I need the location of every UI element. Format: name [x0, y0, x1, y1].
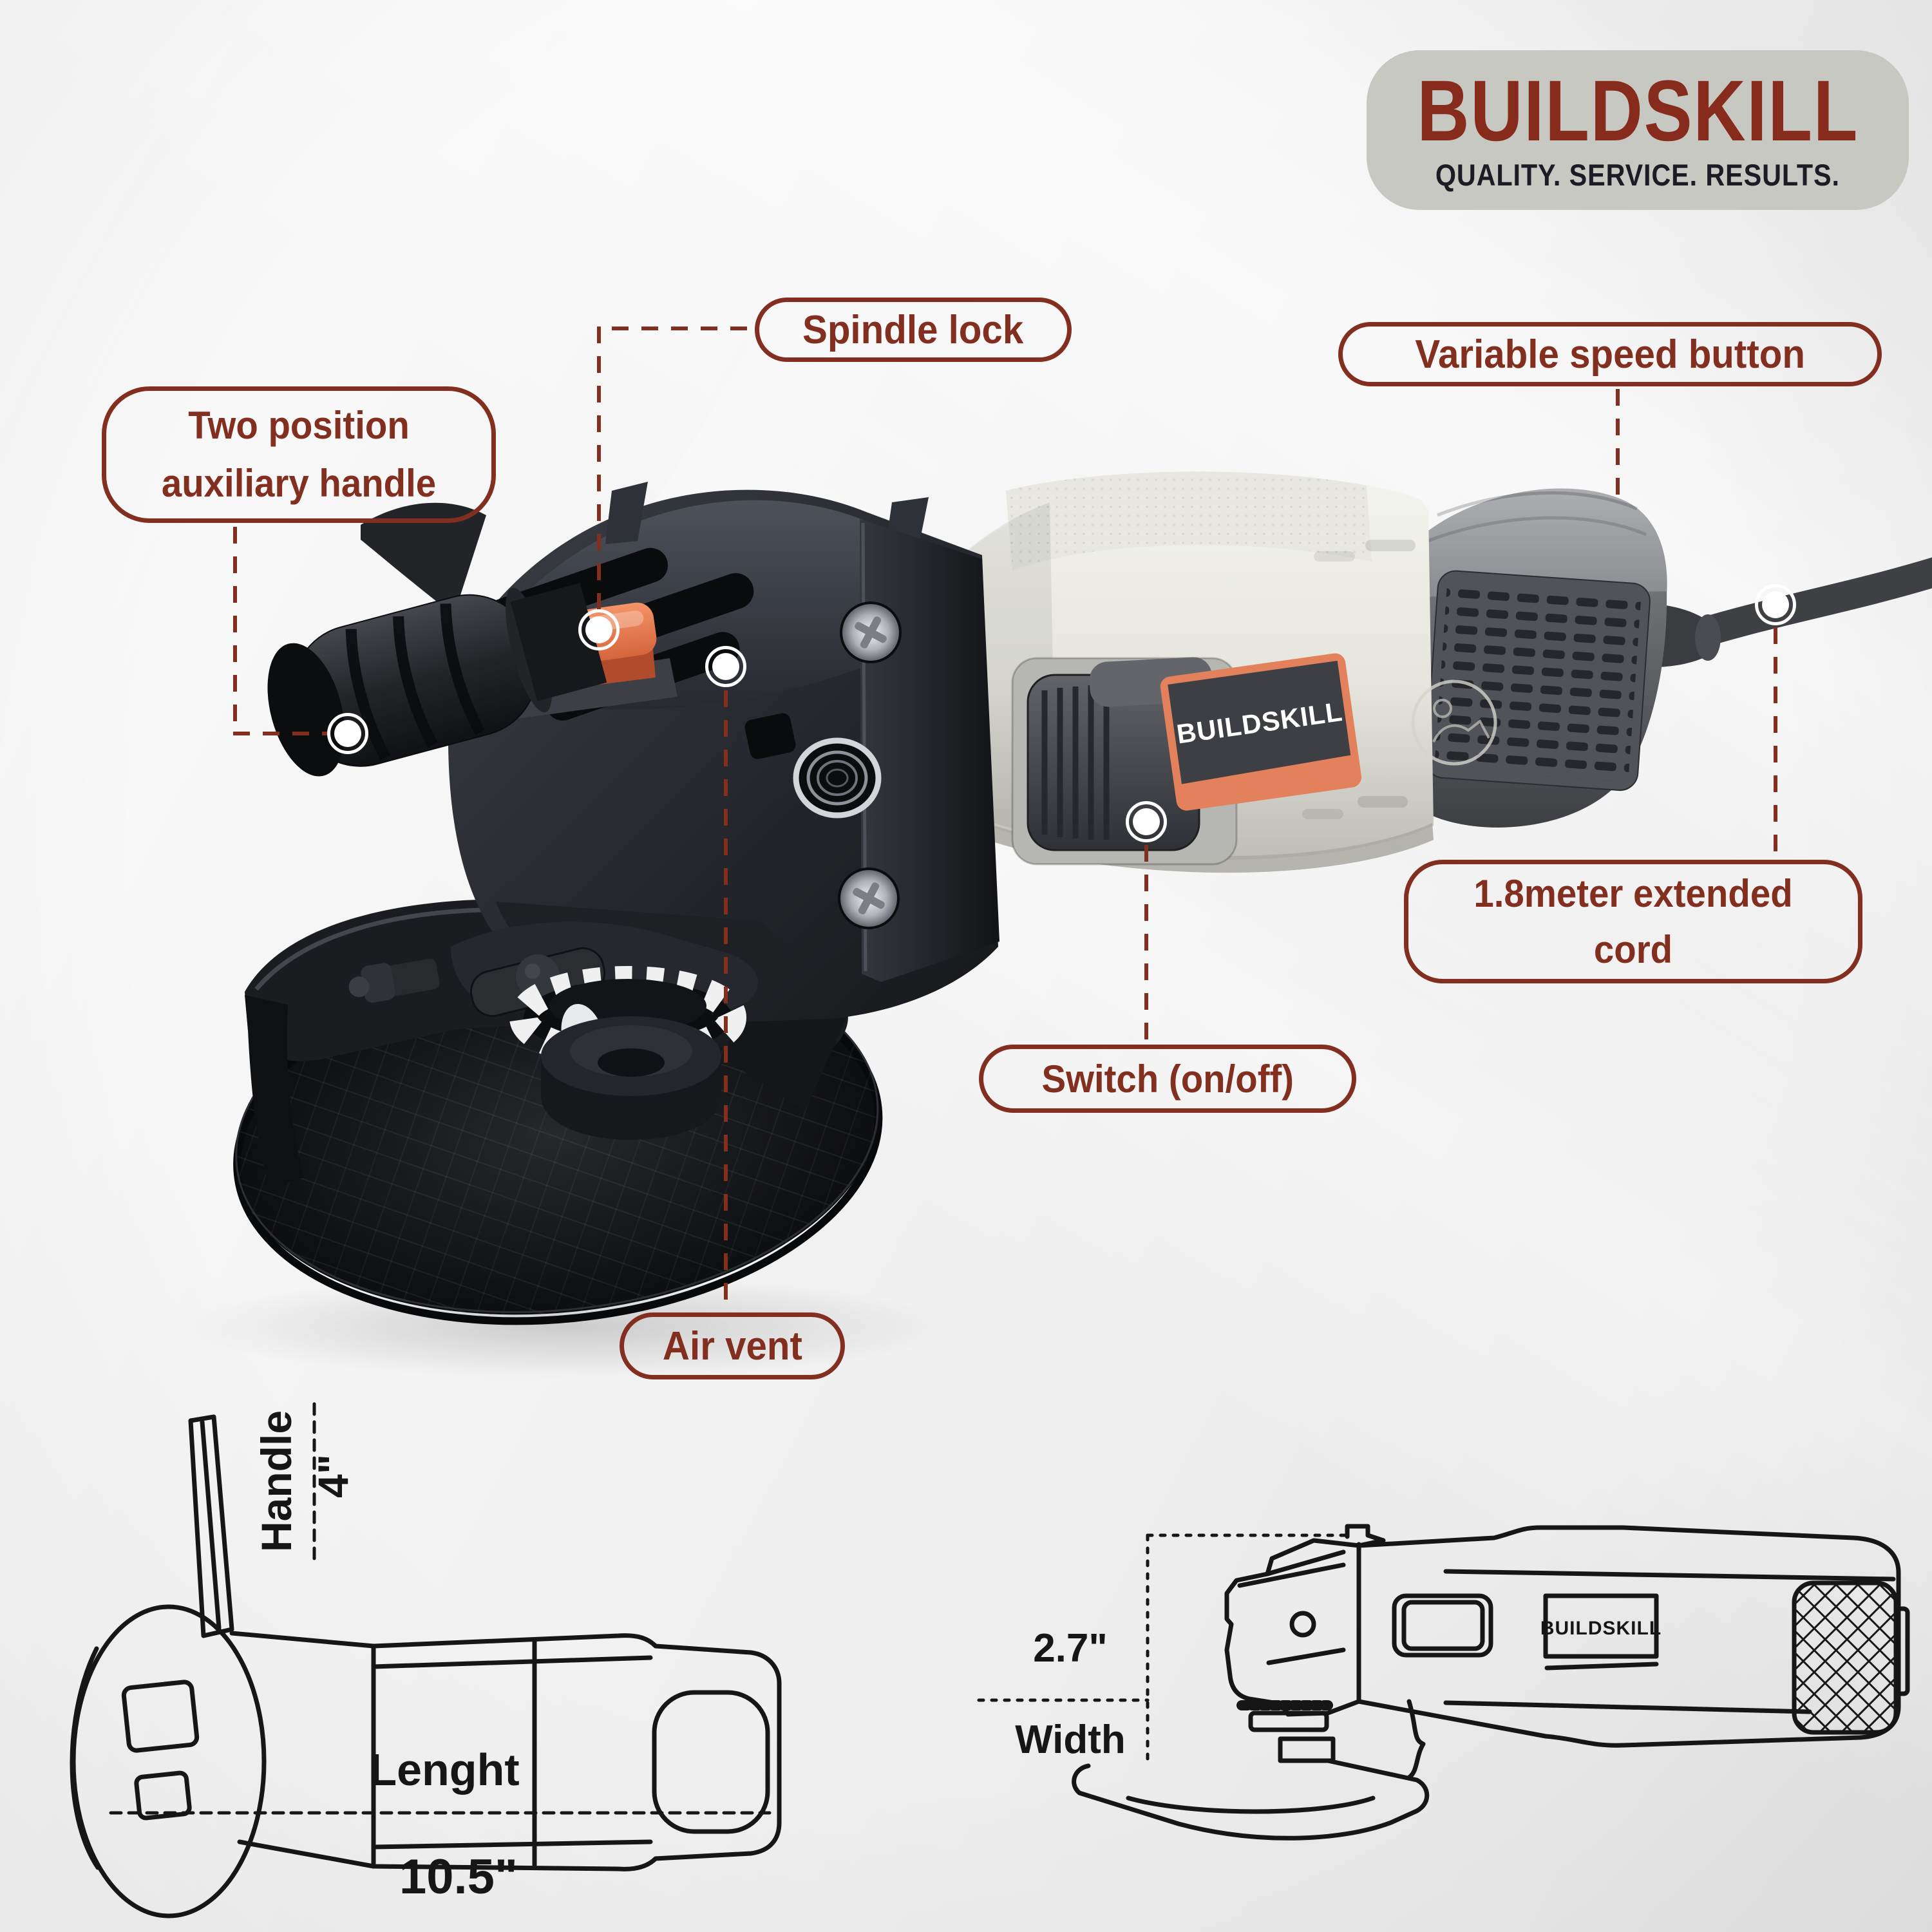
brand-logo-tagline: QUALITY. SERVICE. RESULTS.: [1435, 158, 1841, 193]
aux-handle-callout-line: [233, 527, 237, 735]
switch-point-marker: [1126, 801, 1167, 842]
aux-handle-point-marker: [327, 713, 368, 754]
variable-speed-callout-line: [1616, 389, 1620, 497]
brand-logo: BUILDSKILL QUALITY. SERVICE. RESULTS.: [1367, 50, 1909, 210]
switch-callout-line: [1144, 845, 1148, 1042]
callout-switch-label: Switch (on/off): [1041, 1057, 1294, 1101]
threaded-spindle-hole: [793, 737, 882, 819]
spindle-lock-callout-line: [612, 327, 757, 330]
side-view-dimension-labels: 2.7" Width BUILDSKILL: [1015, 1618, 1662, 1762]
top-view-dimension-labels: Handle 4" Lenght 10.5": [252, 1410, 520, 1904]
air-vent-point-marker: [705, 646, 746, 687]
callout-air-vent-label: Air vent: [662, 1323, 802, 1368]
callout-air-vent: Air vent: [620, 1312, 845, 1379]
aux-handle-callout-line: [233, 732, 330, 735]
motor-body: BUILDSKILL: [933, 471, 1497, 873]
phillips-screw: [840, 601, 902, 663]
side-view-drawing: [977, 1524, 1910, 1841]
phillips-screw: [838, 867, 900, 929]
spindle-lock-point-marker: [578, 609, 620, 650]
cord-point-marker: [1755, 584, 1796, 625]
callout-variable-speed: Variable speed button: [1338, 322, 1882, 386]
power-cord: [1646, 557, 1932, 667]
callout-spindle-lock: Spindle lock: [755, 298, 1072, 362]
width-dim-value: 2.7": [1033, 1626, 1108, 1671]
brand-logo-text: BUILDSKILL: [1417, 63, 1859, 160]
handle-dim-value: 4": [309, 1454, 357, 1498]
handle-dim-label: Handle: [252, 1410, 300, 1552]
callout-extended-cord-label: 1.8meter extended cord: [1473, 872, 1793, 971]
side-view-brand: BUILDSKILL: [1540, 1618, 1662, 1639]
length-dim-label: Lenght: [369, 1745, 519, 1795]
spindle-lock-callout-line: [597, 327, 601, 614]
callout-aux-handle: Two position auxiliary handle: [102, 386, 496, 523]
callout-variable-speed-label: Variable speed button: [1415, 332, 1805, 377]
width-dim-label: Width: [1015, 1718, 1126, 1762]
callout-aux-handle-label: Two position auxiliary handle: [161, 404, 437, 505]
callout-switch: Switch (on/off): [979, 1045, 1356, 1113]
callout-spindle-lock-label: Spindle lock: [802, 307, 1024, 352]
length-dim-value: 10.5": [399, 1850, 518, 1904]
brand-badge: BUILDSKILL: [1160, 653, 1362, 811]
cord-callout-line: [1774, 627, 1777, 858]
top-view-drawing: [70, 1402, 782, 1918]
air-vent-callout-line: [724, 690, 728, 1309]
callout-extended-cord: 1.8meter extended cord: [1404, 860, 1862, 983]
